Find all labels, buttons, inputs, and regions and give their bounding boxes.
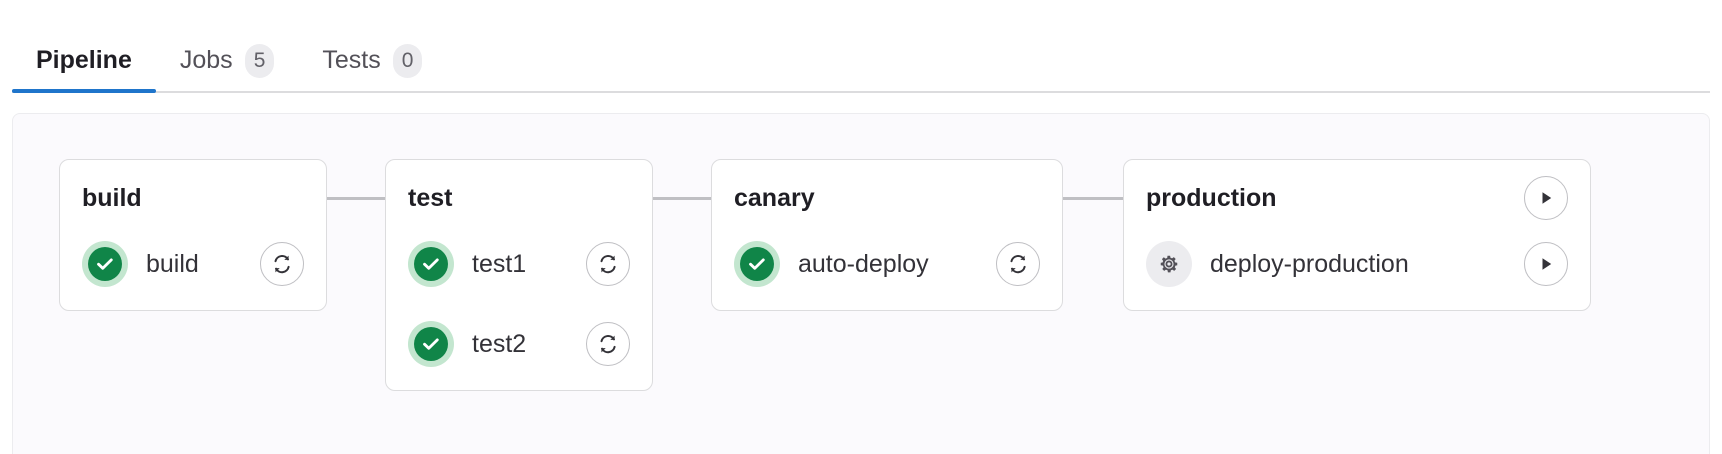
job-name: auto-deploy: [798, 249, 929, 278]
stage-card-canary: canary auto-deploy: [711, 159, 1063, 311]
check-circle-icon: [734, 241, 780, 287]
tab-jobs-badge: 5: [244, 43, 275, 78]
job-row[interactable]: build: [82, 238, 304, 290]
stage-title-canary: canary: [734, 183, 815, 212]
retry-icon[interactable]: [586, 322, 630, 366]
stage-title-build: build: [82, 183, 142, 212]
pipeline-graph-panel: build build: [12, 113, 1710, 454]
job-list-canary: auto-deploy: [734, 238, 1040, 290]
stage-header-build: build: [82, 180, 304, 216]
connector-test-canary: [651, 197, 723, 200]
stage-card-test: test test1: [385, 159, 653, 391]
stage-title-test: test: [408, 183, 453, 212]
retry-icon[interactable]: [260, 242, 304, 286]
job-name: test2: [472, 329, 527, 358]
job-list-production: deploy-production: [1146, 238, 1568, 290]
job-row[interactable]: test2: [408, 318, 630, 370]
job-list-build: build: [82, 238, 304, 290]
job-name: deploy-production: [1210, 249, 1409, 278]
job-name: test1: [472, 249, 527, 278]
play-icon[interactable]: [1524, 176, 1568, 220]
stage-column-canary: canary auto-deploy: [711, 159, 1063, 311]
tab-pipeline-label: Pipeline: [36, 46, 132, 74]
stage-card-build: build build: [59, 159, 327, 311]
job-row[interactable]: deploy-production: [1146, 238, 1568, 290]
pipeline-tabbar: Pipeline Jobs 5 Tests 0: [0, 0, 1722, 95]
job-name: build: [146, 249, 199, 278]
gear-icon: [1146, 241, 1192, 287]
retry-icon[interactable]: [586, 242, 630, 286]
tab-pipeline[interactable]: Pipeline: [12, 0, 156, 93]
play-icon[interactable]: [1524, 242, 1568, 286]
connector-canary-production: [1063, 197, 1135, 200]
job-row[interactable]: test1: [408, 238, 630, 290]
check-circle-icon: [408, 241, 454, 287]
stage-column-test: test test1: [385, 159, 653, 391]
stage-title-production: production: [1146, 183, 1277, 212]
tab-jobs[interactable]: Jobs 5: [156, 0, 299, 93]
tab-tests[interactable]: Tests 0: [298, 0, 446, 93]
tab-jobs-label: Jobs: [179, 46, 233, 74]
stage-header-production: production: [1146, 176, 1568, 220]
stage-column-production: production: [1123, 159, 1591, 311]
stage-header-test: test: [408, 180, 630, 216]
stage-column-build: build build: [59, 159, 327, 311]
job-list-test: test1: [408, 238, 630, 370]
stage-header-canary: canary: [734, 180, 1040, 216]
stage-card-production: production: [1123, 159, 1591, 311]
tab-tests-badge: 0: [392, 43, 423, 78]
check-circle-icon: [408, 321, 454, 367]
job-row[interactable]: auto-deploy: [734, 238, 1040, 290]
tab-tests-label: Tests: [322, 46, 381, 74]
retry-icon[interactable]: [996, 242, 1040, 286]
pipeline-graph: build build: [13, 114, 1709, 454]
check-circle-icon: [82, 241, 128, 287]
connector-build-test: [325, 197, 397, 200]
